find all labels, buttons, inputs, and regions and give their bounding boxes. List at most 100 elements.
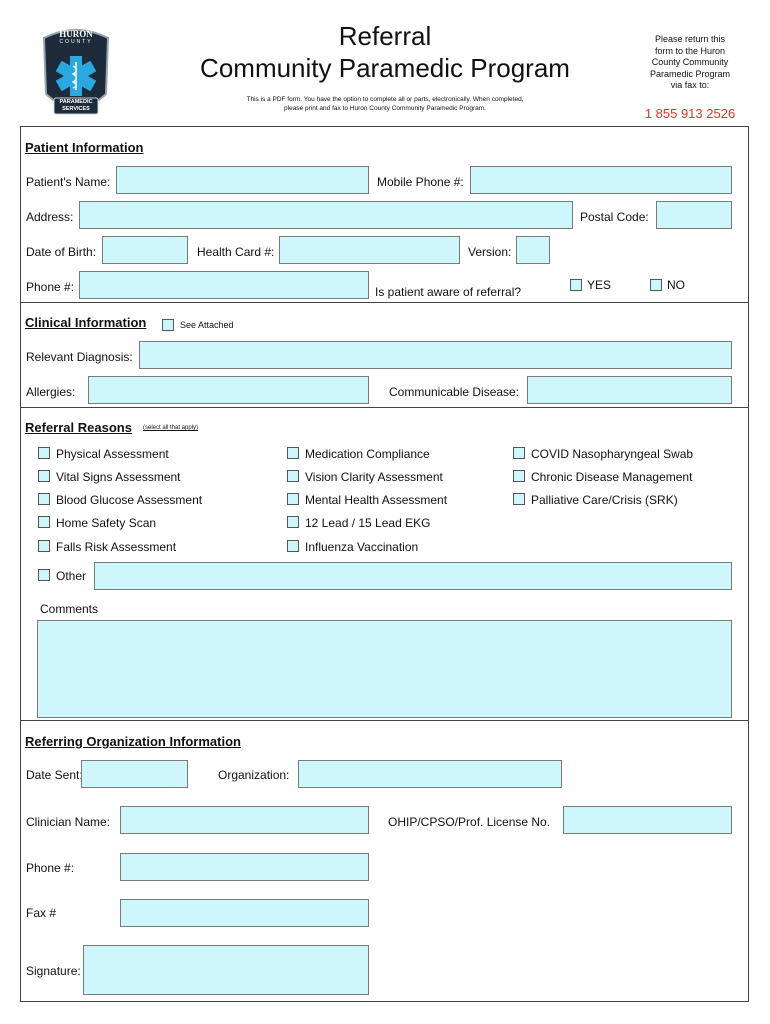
health-card-field[interactable] [279, 236, 460, 264]
return-line-1: Please return this [654, 34, 726, 44]
instructions-line-2: please print and fax to Huron County Com… [284, 105, 486, 112]
relevant-diagnosis-label: Relevant Diagnosis: [26, 350, 133, 364]
logo-text-paramedic: PARAMEDIC [59, 99, 93, 105]
reason-covid-swab: COVID Nasopharyngeal Swab [531, 447, 694, 461]
mobile-phone-field[interactable] [470, 166, 732, 194]
reason-checkbox[interactable] [287, 516, 299, 528]
see-attached-checkbox[interactable] [162, 319, 174, 331]
version-label: Version: [468, 245, 512, 259]
clinician-name-label: Clinician Name: [26, 815, 111, 829]
reason-checkbox[interactable] [38, 516, 50, 528]
phone-label: Phone #: [26, 280, 75, 294]
title-line-program: Community Paramedic Program [200, 53, 570, 83]
dob-field[interactable] [102, 236, 188, 264]
reason-palliative-care: Palliative Care/Crisis (SRK) [531, 493, 678, 507]
return-line-3: County Community [651, 57, 729, 67]
relevant-diagnosis-field[interactable] [139, 341, 732, 369]
postal-code-field[interactable] [656, 201, 732, 229]
section-divider [20, 407, 749, 408]
communicable-disease-label: Communicable Disease: [389, 385, 520, 399]
reason-chronic-disease: Chronic Disease Management [531, 470, 693, 484]
date-sent-field[interactable] [81, 760, 188, 788]
aware-yes-checkbox[interactable] [570, 279, 582, 291]
fax-number: 1 855 913 2526 [644, 106, 736, 121]
organization-field[interactable] [298, 760, 562, 788]
clinical-info-title: Clinical Information [25, 315, 147, 330]
allergies-field[interactable] [88, 376, 369, 404]
instructions-line-1: This is a PDF form. You have the option … [246, 96, 524, 103]
other-label: Other [56, 569, 87, 583]
reason-checkbox[interactable] [287, 540, 299, 552]
reason-vision-clarity: Vision Clarity Assessment [305, 470, 443, 484]
logo-text-county: COUNTY [59, 39, 93, 45]
reason-influenza: Influenza Vaccination [305, 540, 419, 554]
other-field[interactable] [94, 562, 732, 590]
health-card-label: Health Card #: [197, 245, 275, 259]
clinician-name-field[interactable] [120, 806, 369, 834]
version-field[interactable] [516, 236, 550, 264]
reason-physical-assessment: Physical Assessment [56, 447, 169, 461]
reason-checkbox[interactable] [38, 540, 50, 552]
postal-code-label: Postal Code: [580, 210, 649, 224]
reason-checkbox[interactable] [513, 447, 525, 459]
communicable-disease-field[interactable] [527, 376, 732, 404]
reason-checkbox[interactable] [38, 470, 50, 482]
reason-checkbox[interactable] [513, 470, 525, 482]
comments-label: Comments [40, 602, 99, 616]
section-divider [20, 302, 749, 303]
patient-info-title: Patient Information [25, 140, 144, 155]
see-attached-label: See Attached [180, 320, 234, 330]
phone-field[interactable] [79, 271, 369, 299]
signature-label: Signature: [26, 964, 81, 978]
aware-no-label: NO [667, 278, 685, 292]
patient-name-field[interactable] [116, 166, 369, 194]
return-instructions: Please return this form to the Huron Cou… [630, 34, 750, 92]
license-field[interactable] [563, 806, 732, 834]
date-sent-label: Date Sent: [26, 768, 83, 782]
comments-field[interactable] [37, 620, 732, 718]
reason-checkbox[interactable] [287, 493, 299, 505]
referrer-phone-label: Phone #: [26, 861, 75, 875]
aware-yes-label: YES [587, 278, 612, 292]
instructions-text: This is a PDF form. You have the option … [160, 95, 610, 113]
logo-text-services: SERVICES [62, 106, 90, 112]
referrer-fax-label: Fax # [26, 906, 57, 920]
patient-name-label: Patient's Name: [26, 175, 111, 189]
section-divider [20, 720, 749, 721]
form-title: Referral Community Paramedic Program [160, 20, 610, 84]
aware-no-checkbox[interactable] [650, 279, 662, 291]
reason-mental-health: Mental Health Assessment [305, 493, 448, 507]
reason-falls-risk: Falls Risk Assessment [56, 540, 177, 554]
form-frame [20, 126, 749, 1002]
select-all-note: (select all that apply) [143, 425, 199, 431]
reason-checkbox[interactable] [287, 470, 299, 482]
other-checkbox[interactable] [38, 569, 50, 581]
reason-medication-compliance: Medication Compliance [305, 447, 430, 461]
reason-checkbox[interactable] [38, 447, 50, 459]
return-line-4: Paramedic Program [649, 68, 731, 79]
license-label: OHIP/CPSO/Prof. License No. [388, 815, 551, 829]
logo-text-huron: HURON [59, 29, 93, 39]
reason-checkbox[interactable] [287, 447, 299, 459]
reason-checkbox[interactable] [513, 493, 525, 505]
aware-of-referral-label: Is patient aware of referral? [375, 285, 522, 299]
referrer-phone-field[interactable] [120, 853, 369, 881]
referral-reasons-title: Referral Reasons [25, 420, 132, 435]
address-label: Address: [26, 210, 74, 224]
allergies-label: Allergies: [26, 385, 76, 399]
title-line-referral: Referral [338, 21, 432, 51]
reason-blood-glucose: Blood Glucose Assessment [56, 493, 203, 507]
reason-ekg: 12 Lead / 15 Lead EKG [305, 516, 431, 530]
referrer-fax-field[interactable] [120, 899, 369, 927]
signature-field[interactable] [83, 945, 369, 995]
mobile-phone-label: Mobile Phone #: [377, 175, 464, 189]
address-field[interactable] [79, 201, 573, 229]
return-line-5: via fax to: [670, 80, 710, 90]
reason-checkbox[interactable] [38, 493, 50, 505]
dob-label: Date of Birth: [26, 245, 97, 259]
referring-org-title: Referring Organization Information [25, 734, 241, 749]
organization-label: Organization: [218, 768, 290, 782]
reason-vital-signs: Vital Signs Assessment [56, 470, 181, 484]
return-line-2: form to the Huron [654, 45, 726, 56]
reason-home-safety: Home Safety Scan [56, 516, 157, 530]
